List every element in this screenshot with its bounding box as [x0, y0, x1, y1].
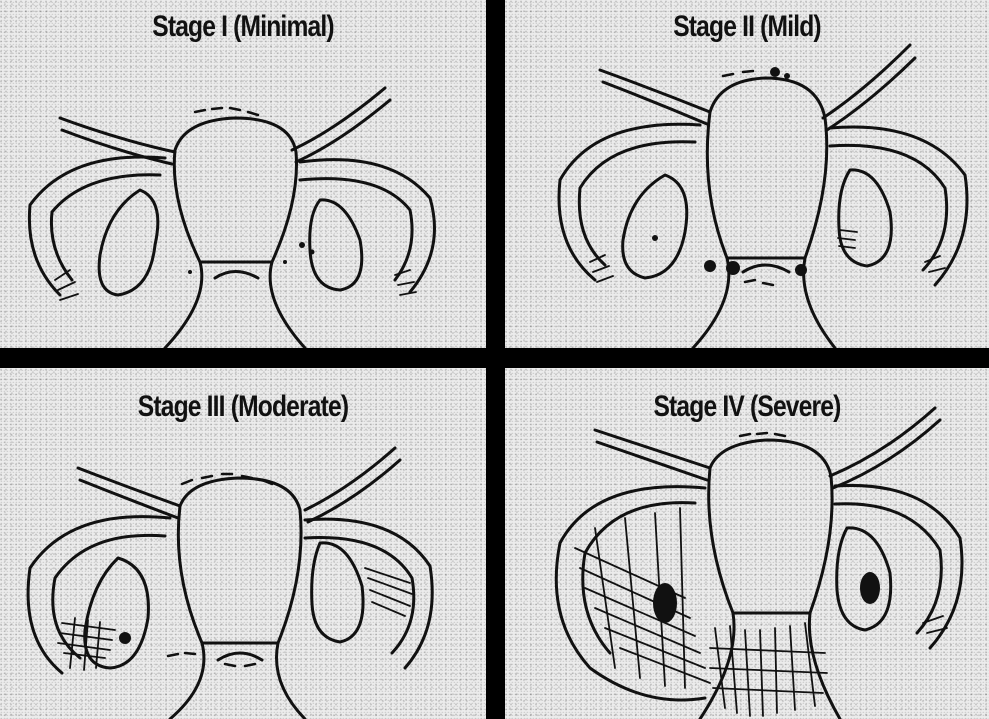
stage-3-panel: Stage III (Moderate) — [0, 368, 486, 719]
stage-4-title: Stage IV (Severe) — [549, 390, 946, 424]
stage-2-uterus-diagram — [505, 0, 989, 348]
stage-1-panel: Stage I (Minimal) — [0, 0, 486, 348]
stage-3-title: Stage III (Moderate) — [44, 390, 443, 424]
stage-2-title: Stage II (Mild) — [549, 10, 946, 44]
stage-2-panel: Stage II (Mild) — [505, 0, 989, 348]
stage-1-uterus-diagram — [0, 0, 486, 348]
horizontal-divider — [0, 348, 989, 368]
stage-1-title: Stage I (Minimal) — [44, 10, 443, 44]
stage-4-panel: Stage IV (Severe) — [505, 368, 989, 719]
